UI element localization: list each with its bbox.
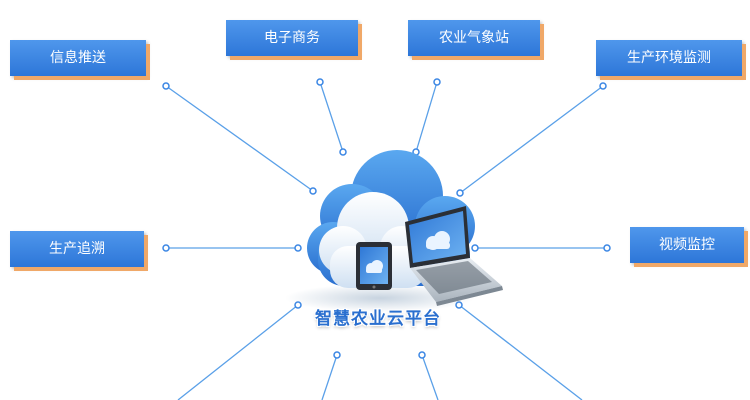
platform-title: 智慧农业云平台 xyxy=(315,309,441,329)
connector-dot xyxy=(162,82,170,90)
connector-lower-center-left xyxy=(321,354,338,400)
node-env-monitoring: 生产环境监测 xyxy=(596,40,742,76)
floor-shadow xyxy=(285,284,475,312)
connector-dot xyxy=(309,187,317,195)
connector-dot xyxy=(294,244,302,252)
node-video-surveillance: 视频监控 xyxy=(630,227,744,263)
node-ecommerce: 电子商务 xyxy=(226,20,358,56)
connector-dot xyxy=(333,351,341,359)
connector-dot xyxy=(316,78,324,86)
connector-lower-left xyxy=(177,304,299,400)
node-info-push: 信息推送 xyxy=(10,40,146,76)
connector-ecommerce xyxy=(319,81,344,153)
connector-dot xyxy=(456,189,464,197)
connector-dot xyxy=(162,244,170,252)
connector-dot xyxy=(339,148,347,156)
connector-dot xyxy=(599,82,607,90)
connector-lower-center-right xyxy=(421,354,439,400)
cloud-platform-illustration xyxy=(285,150,503,312)
node-weather-station: 农业气象站 xyxy=(408,20,540,56)
laptop-icon xyxy=(405,206,503,306)
connector-dot xyxy=(603,244,611,252)
connector-info-push xyxy=(165,85,314,192)
tablet-icon xyxy=(356,242,392,290)
connector-dot xyxy=(433,78,441,86)
node-traceability: 生产追溯 xyxy=(10,231,144,267)
connector-env-monitor xyxy=(459,85,604,194)
connector-dot xyxy=(418,351,426,359)
connector-lower-right xyxy=(458,304,583,400)
connector-dot xyxy=(471,244,479,252)
connector-lines xyxy=(165,81,607,400)
connector-weather-station xyxy=(415,81,438,153)
